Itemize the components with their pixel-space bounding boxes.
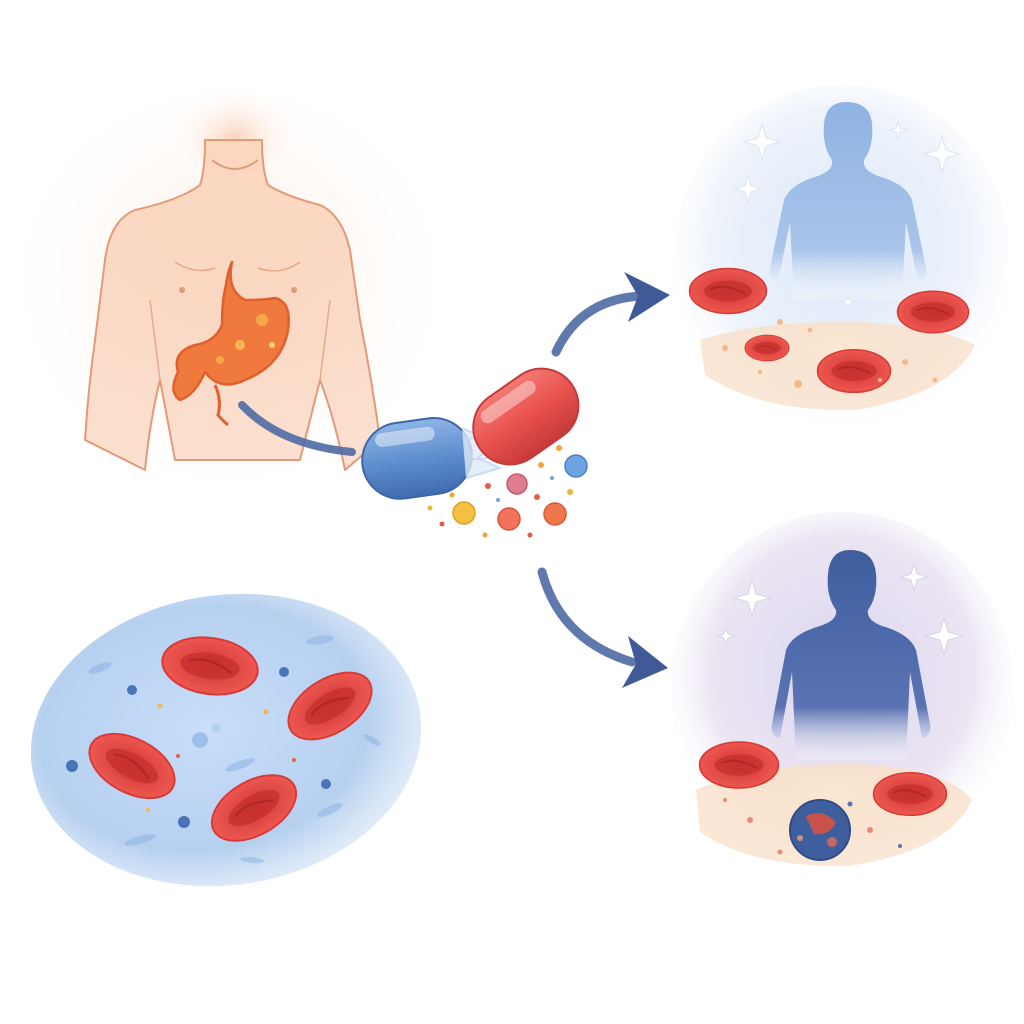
blood-cell-b1: [698, 740, 780, 790]
blood-cell-a2: [896, 290, 970, 334]
arrow-to-outcome-a: [551, 291, 645, 357]
blood-cell-a4: [744, 334, 790, 362]
sparkle-icons-b: [716, 562, 964, 656]
nipple-left: [179, 287, 185, 293]
released-particles: [427, 445, 588, 538]
neck-line: [211, 159, 259, 170]
capsule-panel: [361, 367, 588, 538]
ground-particles-b: [723, 798, 902, 855]
nipple-right: [291, 287, 297, 293]
outcome-a-panel: [672, 85, 1012, 435]
arm-line-left: [149, 299, 161, 381]
torso-panel: [15, 85, 445, 510]
blue-mass-icon: [789, 799, 851, 861]
blood-cell-b2: [872, 771, 948, 817]
arrow-head-outcome-a: [624, 272, 670, 322]
arrow-head-outcome-b: [622, 636, 668, 688]
arm-line-right: [319, 299, 331, 381]
blood-cell-a3: [816, 348, 892, 394]
arrow-to-outcome-b: [537, 567, 637, 667]
fluid-particles: [66, 667, 331, 828]
outcome-b-panel: [670, 512, 1014, 868]
bloodstream-panel: [30, 593, 422, 887]
dark-figure-icon: [771, 550, 931, 760]
arrow-to-capsule: [238, 401, 356, 456]
stomach-icon: [172, 260, 290, 427]
capsule-red-half: [472, 367, 580, 466]
light-figure-icon: [769, 102, 927, 300]
chest-line-left: [174, 261, 216, 272]
blood-cell-a1: [688, 267, 768, 315]
ground-particles-a: [722, 319, 938, 388]
sparkle-icons-a: [733, 120, 962, 310]
fluid-streaks: [88, 635, 381, 864]
chest-line-right: [257, 261, 301, 272]
